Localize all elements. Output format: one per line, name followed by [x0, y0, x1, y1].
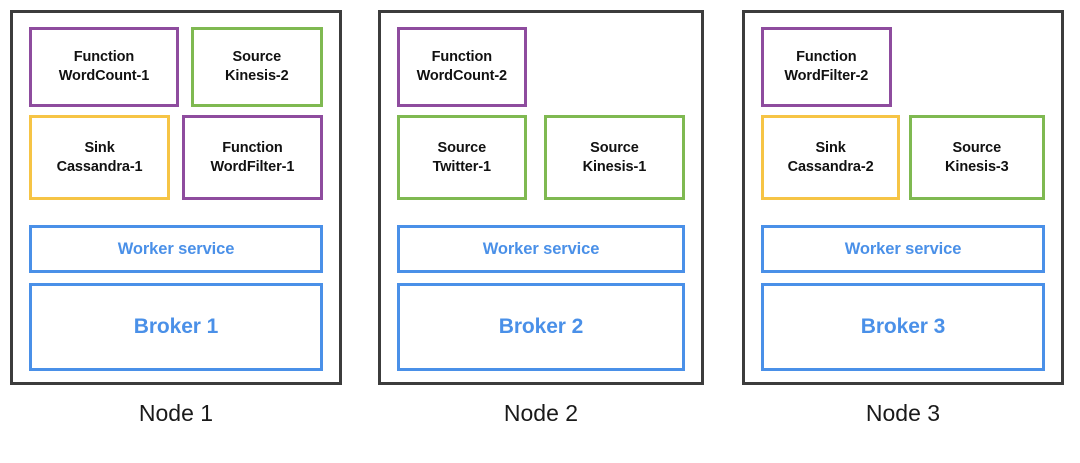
- node-frame-2: Function WordCount-2 Source Twitter-1 So…: [378, 10, 704, 385]
- component-label: Function WordCount-1: [58, 49, 150, 84]
- broker-label: Broker 2: [498, 315, 584, 338]
- component-box-source-twitter-1[interactable]: Source Twitter-1: [397, 115, 527, 200]
- broker-label: Broker 3: [860, 315, 946, 338]
- component-slot-empty: [903, 27, 1045, 107]
- component-box-function-wordcount-2[interactable]: Function WordCount-2: [397, 27, 527, 107]
- broker-bar-3[interactable]: Broker 3: [761, 283, 1045, 371]
- node-caption-1: Node 1: [138, 400, 214, 426]
- node-caption-2: Node 2: [503, 400, 579, 426]
- component-label: Function WordFilter-2: [784, 49, 869, 84]
- node-column-3: Function WordFilter-2 Sink Cassandra-2 S…: [742, 0, 1064, 463]
- component-box-function-wordfilter-2[interactable]: Function WordFilter-2: [761, 27, 892, 107]
- worker-service-bar-1[interactable]: Worker service: [29, 225, 323, 273]
- component-box-function-wordcount-1[interactable]: Function WordCount-1: [29, 27, 179, 107]
- node-inner-1: Function WordCount-1 Source Kinesis-2 Si…: [29, 27, 323, 371]
- component-label: Source Kinesis-2: [225, 49, 289, 84]
- component-label: Function WordCount-2: [416, 49, 508, 84]
- component-box-source-kinesis-2[interactable]: Source Kinesis-2: [190, 27, 323, 107]
- component-row-2-b: Source Twitter-1 Source Kinesis-1: [397, 115, 685, 200]
- component-box-sink-cassandra-1[interactable]: Sink Cassandra-1: [29, 115, 171, 200]
- component-label: Source Kinesis-1: [582, 139, 647, 175]
- component-slot-empty: [538, 27, 685, 107]
- component-row-2-a: Function WordCount-2: [397, 27, 685, 107]
- component-row-1-a: Function WordCount-1 Source Kinesis-2: [29, 27, 323, 107]
- component-label: Source Kinesis-3: [945, 139, 1009, 175]
- node-inner-3: Function WordFilter-2 Sink Cassandra-2 S…: [761, 27, 1045, 371]
- broker-bar-1[interactable]: Broker 1: [29, 283, 323, 371]
- broker-label: Broker 1: [133, 315, 219, 338]
- worker-service-bar-2[interactable]: Worker service: [397, 225, 685, 273]
- worker-service-label: Worker service: [844, 239, 962, 258]
- node-inner-2: Function WordCount-2 Source Twitter-1 So…: [397, 27, 685, 371]
- broker-bar-2[interactable]: Broker 2: [397, 283, 685, 371]
- component-box-sink-cassandra-2[interactable]: Sink Cassandra-2: [761, 115, 901, 200]
- component-label: Sink Cassandra-2: [787, 139, 874, 175]
- worker-service-label: Worker service: [482, 239, 600, 258]
- component-label: Function WordFilter-1: [210, 139, 295, 175]
- component-row-3-b: Sink Cassandra-2 Source Kinesis-3: [761, 115, 1045, 200]
- component-label: Sink Cassandra-1: [56, 139, 143, 175]
- worker-service-bar-3[interactable]: Worker service: [761, 225, 1045, 273]
- component-row-1-b: Sink Cassandra-1 Function WordFilter-1: [29, 115, 323, 200]
- node-frame-1: Function WordCount-1 Source Kinesis-2 Si…: [10, 10, 342, 385]
- node-column-1: Function WordCount-1 Source Kinesis-2 Si…: [10, 0, 342, 463]
- worker-service-label: Worker service: [117, 239, 235, 258]
- component-row-3-a: Function WordFilter-2: [761, 27, 1045, 107]
- node-column-2: Function WordCount-2 Source Twitter-1 So…: [378, 0, 704, 463]
- node-frame-3: Function WordFilter-2 Sink Cassandra-2 S…: [742, 10, 1064, 385]
- component-box-source-kinesis-3[interactable]: Source Kinesis-3: [908, 115, 1045, 200]
- component-box-function-wordfilter-1[interactable]: Function WordFilter-1: [181, 115, 323, 200]
- component-label: Source Twitter-1: [432, 139, 492, 175]
- component-box-source-kinesis-1[interactable]: Source Kinesis-1: [543, 115, 685, 200]
- node-caption-3: Node 3: [865, 400, 941, 426]
